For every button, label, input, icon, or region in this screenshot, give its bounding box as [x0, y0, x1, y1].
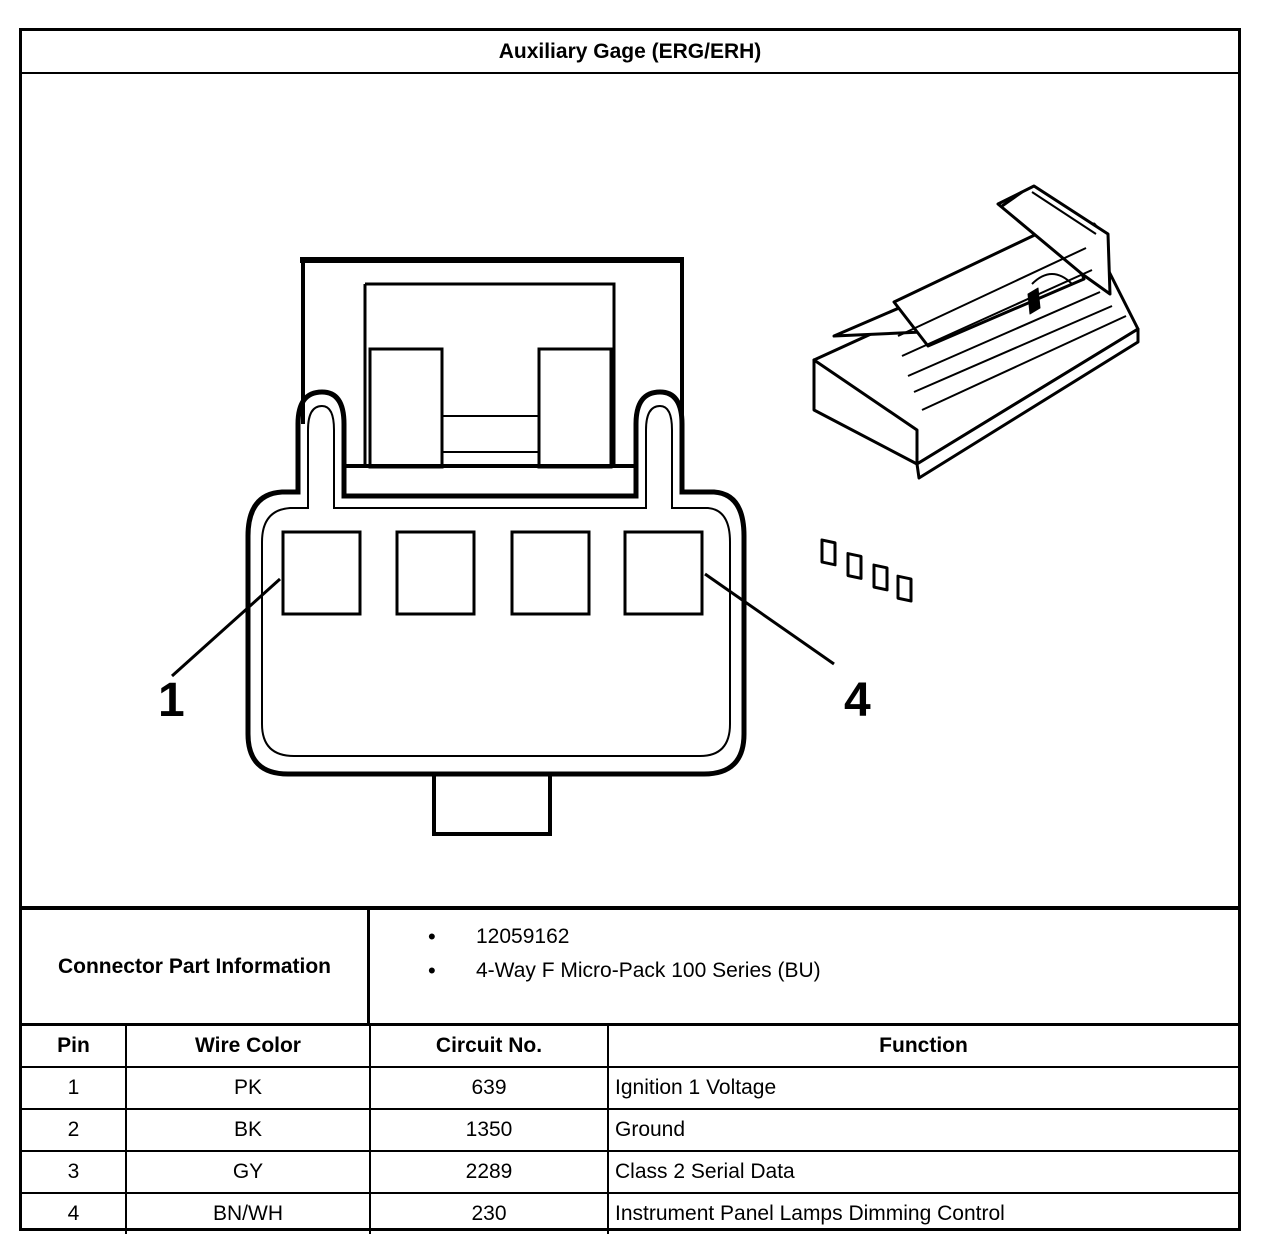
cell-circuit-no: 230	[369, 1192, 609, 1234]
cell-circuit-no: 2289	[369, 1150, 609, 1194]
header-function: Function	[607, 1026, 1238, 1068]
connector-part-info-list: 12059162 4-Way F Micro-Pack 100 Series (…	[370, 910, 1238, 1033]
iso-cavity-2	[846, 552, 863, 580]
part-number-item: 12059162	[428, 920, 1238, 954]
connector-part-info-label: Connector Part Information	[22, 910, 370, 1023]
page-title: Auxiliary Gage (ERG/ERH)	[22, 31, 1238, 74]
iso-latch-hood	[996, 184, 1112, 296]
pin-label-4: 4	[844, 674, 871, 727]
pin-cavity-4	[623, 530, 704, 616]
cell-pin: 2	[22, 1108, 127, 1152]
latch-tab-right	[537, 347, 613, 469]
pin-table-header: Pin Wire Color Circuit No. Function	[22, 1026, 1238, 1068]
table-row: 1 PK 639 Ignition 1 Voltage	[22, 1066, 1238, 1110]
pin-cavity-2	[395, 530, 476, 616]
leader-line-pin-4	[704, 572, 835, 666]
cell-circuit-no: 1350	[369, 1108, 609, 1152]
connector-part-info: Connector Part Information 12059162 4-Wa…	[22, 906, 1238, 1026]
cell-wire-color: PK	[125, 1066, 371, 1110]
cell-wire-color: GY	[125, 1150, 371, 1194]
pin-cavity-1	[281, 530, 362, 616]
iso-cavity-1	[820, 538, 837, 567]
cell-wire-color: BK	[125, 1108, 371, 1152]
cell-function: Ground	[607, 1108, 1238, 1152]
iso-cavity-4	[896, 574, 913, 603]
latch-top-bar	[300, 257, 684, 263]
housing-outer	[245, 389, 747, 777]
connector-face-svg: 1 4	[158, 184, 1140, 836]
cell-pin: 1	[22, 1066, 127, 1110]
cell-function: Class 2 Serial Data	[607, 1150, 1238, 1194]
cell-function: Instrument Panel Lamps Dimming Control	[607, 1192, 1238, 1234]
pin-label-1: 1	[158, 674, 185, 727]
table-row: 2 BK 1350 Ground	[22, 1108, 1238, 1152]
latch-side-walls	[301, 263, 684, 424]
table-row: 4 BN/WH 230 Instrument Panel Lamps Dimmi…	[22, 1192, 1238, 1234]
cell-function: Ignition 1 Voltage	[607, 1066, 1238, 1110]
header-wire-color: Wire Color	[125, 1026, 371, 1068]
iso-bottom-edge	[915, 327, 1140, 480]
polarity-key	[432, 774, 552, 836]
connector-drawing: 1 4	[22, 74, 1238, 906]
iso-cavity-3	[872, 563, 889, 592]
pin-table: Pin Wire Color Circuit No. Function 1 PK…	[22, 1026, 1238, 1234]
cell-circuit-no: 639	[369, 1066, 609, 1110]
leader-line-pin-1	[170, 577, 282, 678]
cell-pin: 4	[22, 1192, 127, 1234]
connector-isometric-view	[812, 184, 1140, 603]
connector-face-view	[170, 257, 835, 836]
latch-inner-frame	[363, 282, 616, 466]
housing-inner	[261, 404, 731, 757]
header-pin: Pin	[22, 1026, 127, 1068]
cell-pin: 3	[22, 1150, 127, 1194]
cell-wire-color: BN/WH	[125, 1192, 371, 1234]
header-circuit-no: Circuit No.	[369, 1026, 609, 1068]
connector-sheet: Auxiliary Gage (ERG/ERH)	[19, 28, 1241, 1234]
latch-tab-left	[368, 347, 444, 469]
pin-cavity-3	[510, 530, 591, 616]
table-row: 3 GY 2289 Class 2 Serial Data	[22, 1150, 1238, 1194]
connector-description-item: 4-Way F Micro-Pack 100 Series (BU)	[428, 954, 1238, 988]
